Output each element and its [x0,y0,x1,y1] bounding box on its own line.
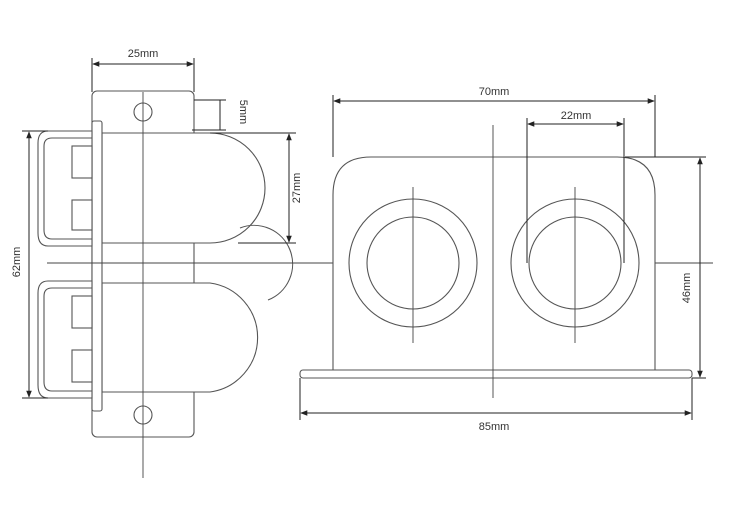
dimension-27mm-label: 27mm [291,173,303,204]
lower-socket-body [101,282,259,393]
dimension-25mm-label: 25mm [128,48,159,60]
dimension-62mm-label: 62mm [11,247,23,278]
middle-socket-body [239,224,294,301]
dimension-85mm: 85mm [299,378,693,433]
dimension-22mm-label: 22mm [561,110,592,122]
dimension-70mm: 70mm [332,86,656,157]
dimension-70mm-label: 70mm [479,86,510,98]
front-housing [332,156,656,371]
left-socket [348,187,478,343]
front-view [299,125,693,398]
dimension-25mm: 25mm [91,48,195,92]
right-socket [510,187,640,343]
upper-socket-body [101,132,266,244]
dimension-85mm-label: 85mm [479,421,510,433]
lower-cap [37,280,93,399]
dimension-22mm: 22mm [526,110,625,263]
dimension-62mm: 62mm [11,130,48,399]
front-base-plate [299,369,693,379]
dimension-5mm-label: 5mm [237,100,249,124]
upper-cap [37,130,93,247]
dimension-27mm: 27mm [210,132,303,244]
dimension-46mm-label: 46mm [681,273,693,304]
side-view [37,90,294,478]
dimension-46mm: 46mm [625,156,706,379]
socket-flange [91,120,103,412]
dimension-5mm: 5mm [192,99,249,131]
